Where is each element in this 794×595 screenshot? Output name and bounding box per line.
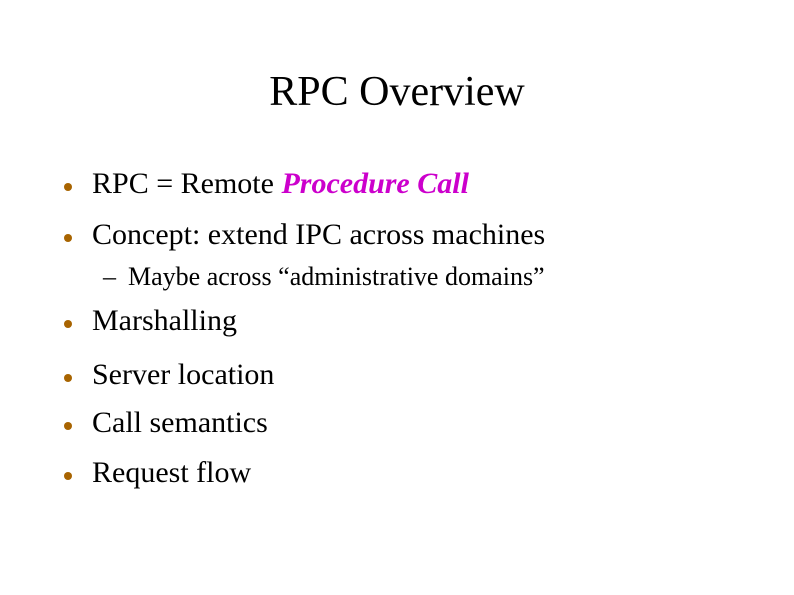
sub-bullet-item-domains: –Maybe across “administrative domains” [103,264,545,290]
text-run: Marshalling [92,304,237,337]
bullet-item-server-location: Server location [64,358,275,391]
text-run: Server location [92,358,275,391]
bullet-item-request-flow: Request flow [64,456,252,489]
bullet-item-call-semantics: Call semantics [64,406,268,439]
bullet-dot-icon [64,183,72,191]
bullet-dot-icon [64,422,72,430]
text-run: Request flow [92,456,252,489]
bullet-dot-icon [64,472,72,480]
bullet-item-rpc-definition: RPC = Remote Procedure Call [64,167,469,200]
bullet-dot-icon [64,320,72,328]
slide-title: RPC Overview [269,69,525,115]
text-run: Concept: extend IPC across machines [92,218,546,251]
text-run: RPC = Remote [92,167,282,200]
text-run: Maybe across “administrative domains” [128,262,545,291]
bullet-dot-icon [64,234,72,242]
text-run: Call semantics [92,406,268,439]
bullet-item-concept: Concept: extend IPC across machines [64,218,546,251]
dash-marker: – [103,262,116,291]
bullet-item-marshalling: Marshalling [64,304,237,337]
bullet-dot-icon [64,374,72,382]
emphasis-text: Procedure Call [281,167,469,200]
